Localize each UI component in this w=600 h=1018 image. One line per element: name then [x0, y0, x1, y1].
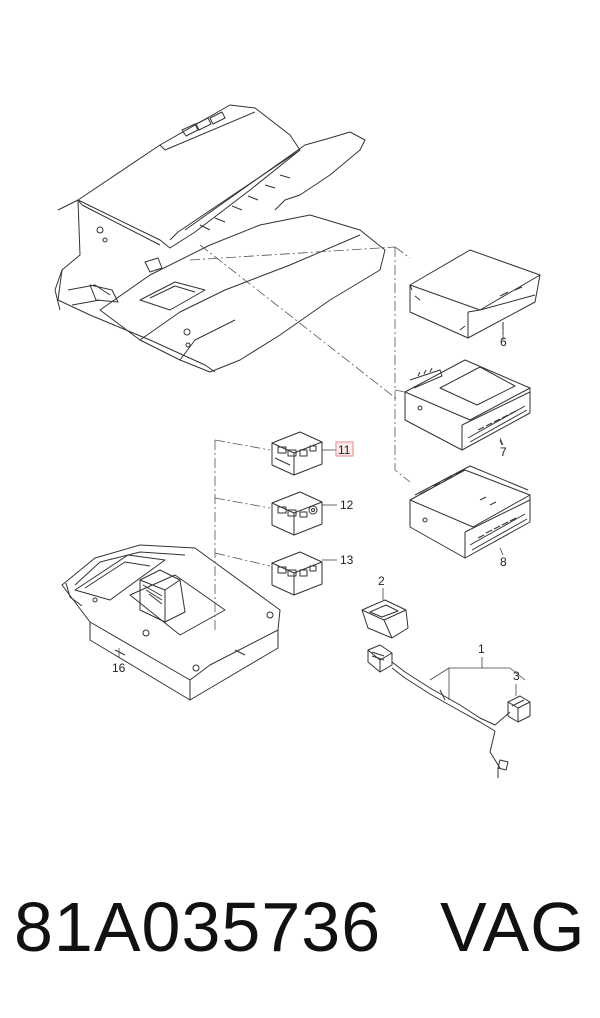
callout-8: 8 [500, 555, 507, 569]
callout-2: 2 [378, 574, 385, 588]
part-8-media-unit [409, 465, 531, 559]
part-7-media-unit [404, 359, 531, 451]
exploded-parts-diagram: 6 7 8 11 12 13 16 2 1 3 [54, 104, 541, 778]
part-13-usb-hub [271, 551, 323, 596]
callout-7: 7 [500, 445, 507, 459]
leader-lines [189, 244, 411, 630]
callout-13: 13 [340, 553, 354, 567]
callout-6: 6 [500, 335, 507, 349]
callout-11: 11 [338, 443, 351, 457]
part-2-cover [361, 599, 409, 639]
part-1-cable-harness [367, 644, 511, 778]
callout-3: 3 [513, 669, 520, 683]
part-11-usb-hub [271, 431, 323, 476]
part-number-label: 81A035736 [14, 888, 382, 966]
part-6-housing [409, 249, 541, 339]
callout-11-highlight [335, 441, 354, 457]
brand-label: VAG [440, 888, 586, 966]
part-3-connector [507, 695, 531, 723]
part-16-console-tray [61, 544, 281, 701]
part-12-usb-hub [271, 491, 323, 536]
callout-1: 1 [478, 642, 485, 656]
glovebox-assembly [54, 104, 386, 373]
callout-leaders [118, 330, 526, 700]
callout-12: 12 [340, 498, 354, 512]
callout-16: 16 [112, 661, 126, 675]
